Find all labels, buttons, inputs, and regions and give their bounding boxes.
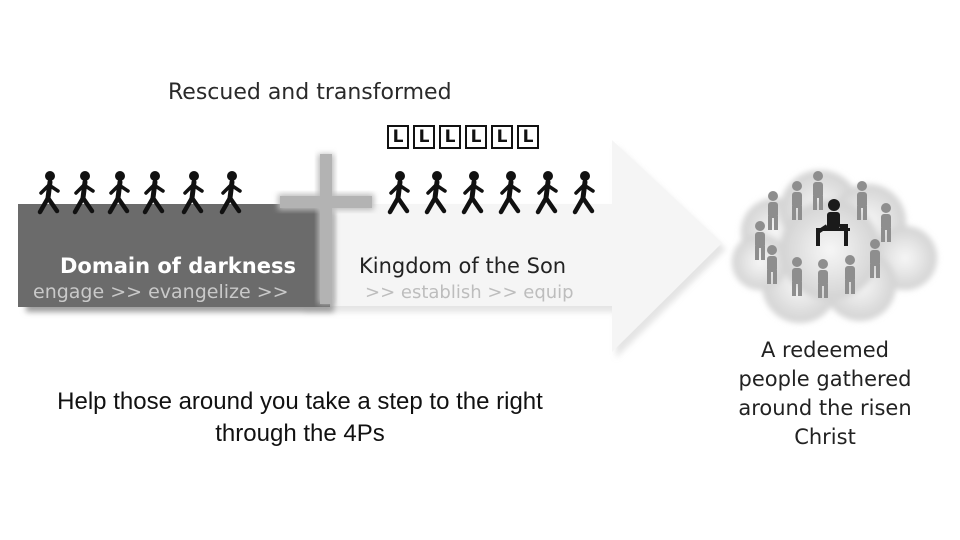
seated-christ-figure: [816, 199, 850, 246]
cross-icon: [278, 154, 374, 304]
leader-badge: L: [387, 125, 409, 149]
footer-message: Help those around you take a step to the…: [0, 386, 600, 450]
leader-badge: L: [491, 125, 513, 149]
person-figure: [818, 259, 828, 298]
person-figure: [881, 203, 891, 242]
footer-line: Help those around you take a step to the…: [57, 388, 543, 415]
leader-badge: L: [413, 125, 435, 149]
person-figure: [870, 239, 880, 278]
leader-badge: L: [439, 125, 461, 149]
person-figure: [845, 255, 855, 294]
person-figure: [813, 171, 823, 210]
kingdom-subtitle: >> establish >> equip: [365, 282, 574, 303]
person-figure: [768, 191, 778, 230]
gathering-caption: A redeemed people gathered around the ri…: [715, 336, 935, 452]
caption-line: people gathered: [738, 367, 912, 391]
person-figure: [792, 257, 802, 296]
gathered-crowd: [755, 171, 891, 298]
darkness-box: [18, 204, 334, 312]
kingdom-title: Kingdom of the Son: [359, 254, 567, 278]
rescued-label: Rescued and transformed: [168, 80, 452, 105]
person-figure: [792, 181, 802, 220]
caption-line: Christ: [794, 425, 856, 449]
person-figure: [767, 245, 777, 284]
progress-arrow: [300, 140, 726, 358]
darkness-subtitle: engage >> evangelize >>: [33, 281, 289, 303]
person-figure: [857, 181, 867, 220]
person-figure: [755, 221, 765, 260]
footer-line: through the 4Ps: [215, 420, 385, 447]
darkness-title: Domain of darkness: [60, 254, 296, 278]
caption-line: around the risen: [738, 396, 912, 420]
caption-line: A redeemed: [760, 338, 889, 362]
leader-badge: L: [517, 125, 539, 149]
leader-badge: L: [465, 125, 487, 149]
